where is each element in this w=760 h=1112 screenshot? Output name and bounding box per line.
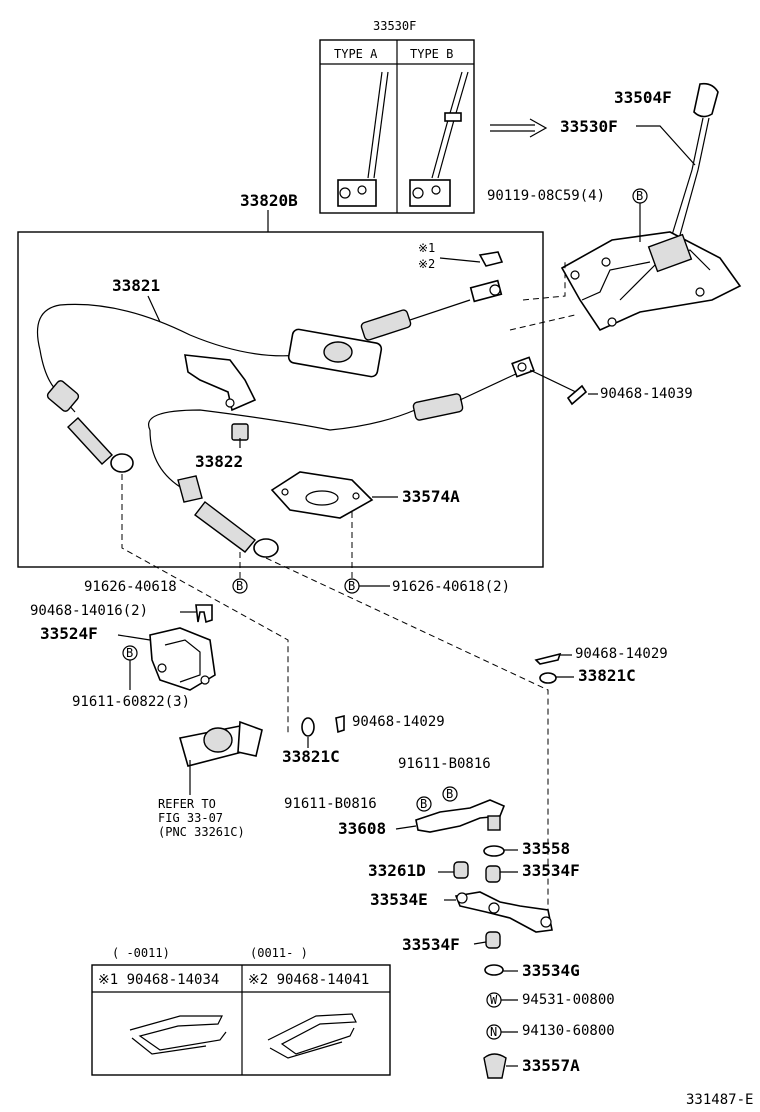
label-90468-14016: 90468-14016(2) bbox=[30, 603, 148, 619]
label-90468-14029-a: 90468-14029 bbox=[575, 646, 668, 662]
label-91611-60822: 91611-60822(3) bbox=[72, 694, 190, 710]
label-33820B: 33820B bbox=[240, 191, 298, 210]
pin-icon bbox=[534, 652, 562, 665]
marker-b-icon bbox=[416, 796, 432, 812]
bushing-icon bbox=[485, 865, 501, 883]
plate-33574A bbox=[270, 471, 374, 519]
clip-col2-range: (0011- ) bbox=[250, 946, 308, 960]
label-91611-B0816-b: 91611-B0816 bbox=[284, 796, 377, 812]
label-33534F-b: 33534F bbox=[402, 935, 460, 954]
label-33574A: 33574A bbox=[402, 487, 460, 506]
clip-table: ( -0011) (0011- ) ※1 90468-14034 ※2 9046… bbox=[91, 946, 391, 1076]
marker-b-text: B bbox=[126, 646, 133, 660]
label-91626-a: 91626-40618 bbox=[84, 579, 177, 595]
marker-b-text: B bbox=[420, 797, 427, 811]
clip-col1-part: ※1 90468-14034 bbox=[98, 972, 219, 988]
label-33821: 33821 bbox=[112, 276, 160, 295]
marker-b-text: B bbox=[348, 579, 355, 593]
shaft-33261C bbox=[178, 720, 263, 795]
type-a-lever bbox=[337, 71, 389, 207]
marker-b-text: B bbox=[236, 579, 243, 593]
boot-icon bbox=[483, 1053, 507, 1079]
refer-line-1: REFER TO bbox=[158, 797, 216, 811]
label-94531: 94531-00800 bbox=[522, 992, 615, 1008]
clip-2-icon bbox=[267, 1013, 357, 1059]
marker-b-text: B bbox=[636, 189, 643, 203]
refer-line-2: FIG 33-07 bbox=[158, 811, 223, 825]
bushing-icon bbox=[301, 717, 315, 737]
note-2: ※2 bbox=[418, 257, 435, 271]
label-33608: 33608 bbox=[338, 819, 386, 838]
clip-icon bbox=[195, 604, 213, 624]
refer-line-3: (PNC 33261C) bbox=[158, 825, 245, 839]
type-a-label: TYPE A bbox=[334, 47, 378, 61]
label-33534G: 33534G bbox=[522, 961, 580, 980]
marker-n-text: N bbox=[490, 1025, 497, 1039]
marker-b-icon bbox=[442, 786, 458, 802]
label-90468-14039: 90468-14039 bbox=[600, 386, 693, 402]
label-33534F-a: 33534F bbox=[522, 861, 580, 880]
pin-icon bbox=[335, 714, 345, 734]
bushing-icon bbox=[453, 861, 469, 879]
label-33534E: 33534E bbox=[370, 890, 428, 909]
knob-icon bbox=[693, 82, 719, 118]
bushing-icon bbox=[485, 931, 501, 949]
label-33261D: 33261D bbox=[368, 861, 426, 880]
label-33524F: 33524F bbox=[40, 624, 98, 643]
marker-b-text: B bbox=[446, 787, 453, 801]
label-91626-b: 91626-40618(2) bbox=[392, 579, 510, 595]
cable-assembly-frame bbox=[17, 231, 544, 568]
label-33557A: 33557A bbox=[522, 1056, 580, 1075]
label-33822: 33822 bbox=[195, 452, 243, 471]
cable-33821 bbox=[36, 279, 503, 412]
lever-33534E bbox=[454, 891, 553, 933]
washer-icon bbox=[483, 845, 505, 857]
note-1: ※1 bbox=[418, 241, 435, 255]
label-33821C-a: 33821C bbox=[578, 666, 636, 685]
type-box: 33530F TYPE A TYPE B bbox=[319, 19, 475, 214]
clip-table-frame bbox=[91, 964, 391, 1076]
doc-number: 331487-E bbox=[686, 1092, 753, 1108]
label-90119: 90119-08C59(4) bbox=[487, 188, 605, 204]
label-33530F: 33530F bbox=[560, 117, 618, 136]
type-b-label: TYPE B bbox=[410, 47, 453, 61]
clip-col1-range: ( -0011) bbox=[112, 946, 170, 960]
label-33821C-b: 33821C bbox=[282, 747, 340, 766]
clip-1-icon bbox=[129, 1015, 227, 1055]
clip-col2-part: ※2 90468-14041 bbox=[248, 972, 369, 988]
shift-lever-assembly bbox=[560, 82, 742, 332]
marker-w-text: W bbox=[490, 993, 498, 1007]
clip-icon bbox=[478, 251, 504, 267]
cable-33822 bbox=[46, 356, 535, 558]
double-arrow-icon bbox=[490, 118, 548, 138]
label-94130: 94130-60800 bbox=[522, 1023, 615, 1039]
type-b-lever bbox=[409, 71, 469, 207]
bushing-icon bbox=[539, 672, 557, 684]
marker-b-icon bbox=[232, 578, 248, 594]
type-box-part-label: 33530F bbox=[373, 19, 416, 33]
label-33558: 33558 bbox=[522, 839, 570, 858]
label-91611-B0816-a: 91611-B0816 bbox=[398, 756, 491, 772]
pin-icon bbox=[566, 384, 588, 406]
label-33504F: 33504F bbox=[614, 88, 672, 107]
washer-icon bbox=[484, 964, 504, 976]
label-90468-14029-b: 90468-14029 bbox=[352, 714, 445, 730]
